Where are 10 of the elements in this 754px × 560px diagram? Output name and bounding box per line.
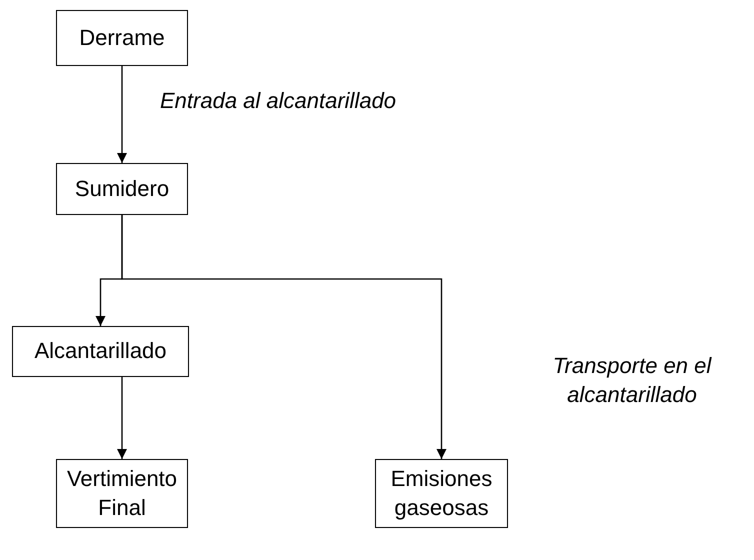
process-box: Sumidero	[56, 163, 188, 215]
step-annotation: Transporte en el alcantarillado	[552, 352, 713, 409]
process-box: Alcantarillado	[12, 326, 189, 377]
arrow	[117, 377, 127, 459]
process-box: Derrame	[56, 10, 188, 66]
process-box: Emisiones gaseosas	[375, 459, 508, 528]
step-annotation: Entrada al alcantarillado	[160, 87, 398, 115]
process-box: Vertimiento Final	[56, 459, 188, 528]
arrow	[121, 215, 446, 459]
arrow	[117, 66, 127, 163]
